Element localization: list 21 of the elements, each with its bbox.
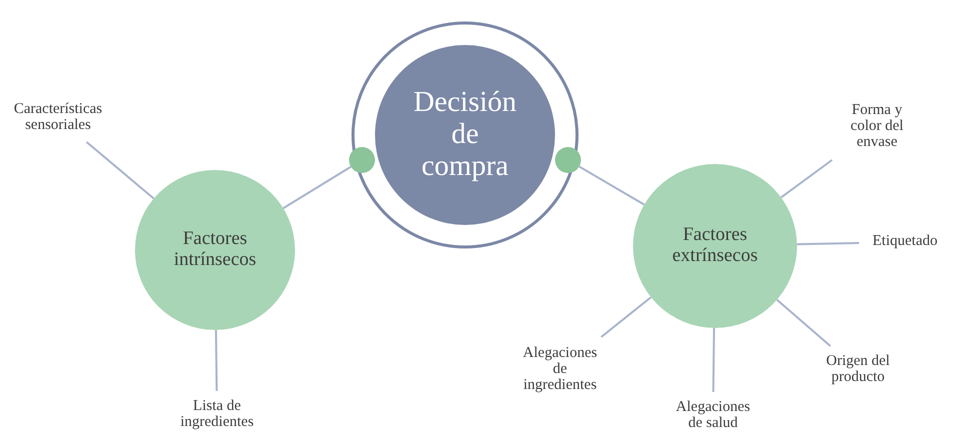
- circle-label: Decisión de compra: [412, 87, 518, 183]
- circle-label: Factores intrínsecos: [172, 229, 258, 271]
- connector-dot: [555, 147, 581, 173]
- connector-line: [214, 330, 218, 392]
- factor-label: Origen del producto: [825, 354, 891, 386]
- connector-line: [578, 166, 645, 206]
- connector-line: [712, 328, 716, 392]
- factor-label: Alegaciones de ingredientes: [522, 346, 598, 394]
- connector-line: [796, 242, 860, 246]
- factor-label: Etiquetado: [872, 234, 938, 250]
- factor-label: Lista de ingredientes: [179, 399, 255, 431]
- connector-line: [86, 141, 154, 200]
- connector-line: [600, 296, 652, 338]
- circle-label: Factores extrínsecos: [671, 225, 759, 267]
- factor-label: Forma y color del envase: [850, 103, 904, 151]
- connector-line: [776, 298, 831, 347]
- factor-label: Características sensoriales: [12, 102, 104, 134]
- connector-dot: [349, 147, 375, 173]
- connector-line: [780, 159, 833, 198]
- factor-label: Alegaciones de salud: [674, 400, 752, 432]
- connector-line: [282, 166, 352, 210]
